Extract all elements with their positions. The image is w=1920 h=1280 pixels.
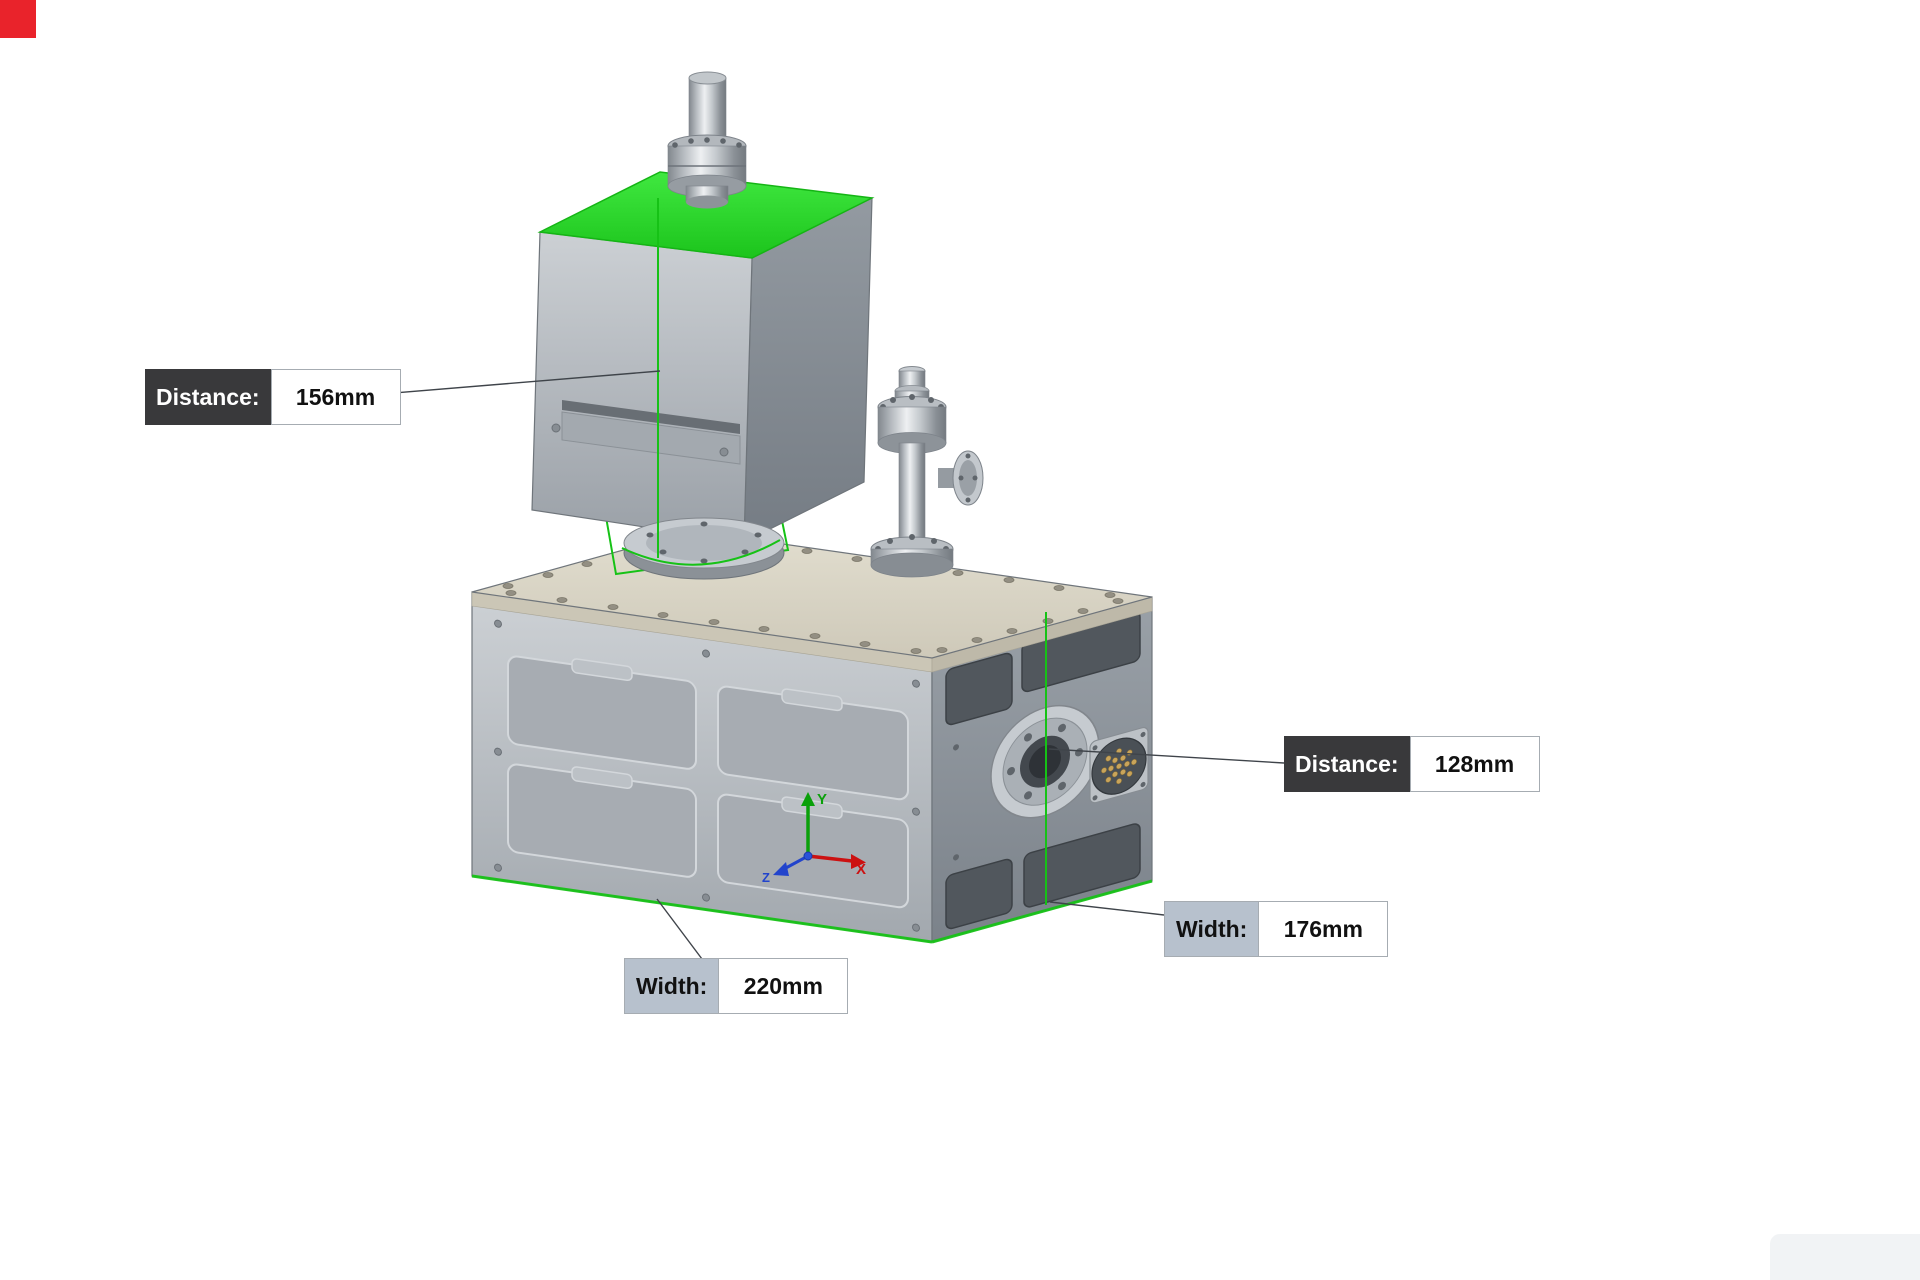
front-panel-recesses [494,619,920,932]
callout-distance-upper-box[interactable]: Distance: 156mm [145,369,401,425]
sketch-arc-green [621,539,781,566]
z-axis-arrow [773,862,789,876]
upper-box-front-face[interactable] [531,231,753,543]
highlighted-bottom-edges [471,874,1153,944]
recording-indicator [0,0,36,38]
callout-value: 220mm [718,958,849,1014]
callout-value: 176mm [1258,901,1389,957]
leader-line-176 [1049,901,1165,916]
leader-line-156 [357,370,661,397]
slot-screw [719,447,729,457]
x-axis-arrow [851,854,866,869]
callout-value: 156mm [270,369,401,425]
callout-distance-side-flange[interactable]: Distance: 128mm [1284,736,1540,792]
callout-width-right[interactable]: Width: 176mm [1164,901,1389,957]
base-housing[interactable] [471,530,1153,943]
valve-shaft-assembly[interactable] [870,366,984,578]
callout-width-front[interactable]: Width: 220mm [624,958,849,1014]
leader-line-128 [1048,748,1285,764]
front-slot-panel [561,411,741,465]
triad-origin [803,851,813,861]
electrical-connector[interactable] [1089,726,1149,804]
slot-screw [551,423,561,433]
callout-value: 128mm [1409,736,1540,792]
front-slot [562,400,740,434]
y-axis-arrow [801,792,815,806]
side-cutouts [945,611,1141,930]
selected-top-face[interactable] [537,171,875,259]
x-axis-label: X [856,861,866,878]
upper-box-housing[interactable] [531,171,875,543]
callout-label: Distance: [1284,736,1410,792]
y-axis-label: Y [817,791,827,808]
callout-label: Distance: [145,369,271,425]
watermark-area [1770,1234,1920,1280]
callout-label: Width: [1164,901,1259,957]
motor-shaft-coupling[interactable] [667,71,747,209]
leader-lines [357,370,1285,960]
orientation-triad: Y X Z [762,791,866,885]
mounting-flange[interactable] [623,517,785,580]
z-axis-label: Z [762,870,770,885]
leader-line-220 [656,898,703,960]
callout-label: Width: [624,958,719,1014]
